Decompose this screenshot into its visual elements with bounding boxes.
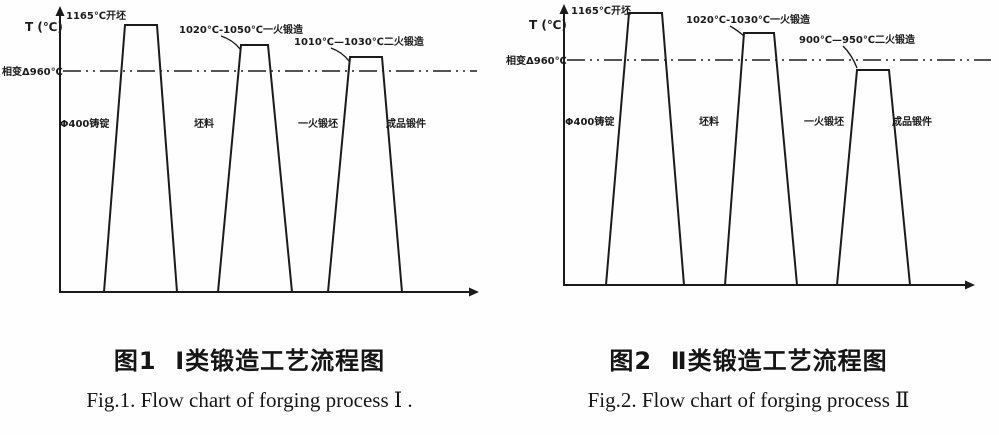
callout-leader-2 [842,45,858,69]
figure-2-caption-zh: 图2 Ⅱ类锻造工艺流程图 [609,347,888,375]
figure-1-captions: 图1 Ⅰ类锻造工艺流程图 Fig.1. Flow chart of forgin… [86,341,412,413]
callout-label-2: 1010℃—1030℃二火锻造 [294,35,425,48]
callout-label-2: 900℃—950℃二火锻造 [799,33,916,46]
heat-cycle-1 [102,24,179,293]
figure-1: T (℃) 相变Δ960℃ 1165℃开坯 1020℃-1050℃一火锻造 10… [0,0,499,413]
figure-2-captions: 图2 Ⅱ类锻造工艺流程图 Fig.2. Flow chart of forgin… [588,341,910,413]
peak-temp-label: 1165℃开坯 [571,5,631,17]
heat-cycle-2 [216,44,294,293]
figure-2-diagram: T (℃) 相变Δ960℃ 1165℃开坯 1020℃-1030℃一火锻造 90… [506,4,991,290]
stage-label-4: 成品锻件 [386,117,426,130]
transus-label: 相变Δ960℃ [2,65,63,78]
stage-label-3: 一火锻坯 [298,117,338,130]
figure-2-caption-en: Fig.2. Flow chart of forging process Ⅱ [587,388,910,412]
stage-label-1: Φ400铸锭 [565,115,614,128]
callout-label-1: 1020℃-1050℃一火锻造 [179,23,304,36]
stage-label-3: 一火锻坯 [804,115,844,128]
axis-title: T (℃) [25,20,63,34]
x-axis-arrow-icon [965,280,975,290]
transus-label: 相变Δ960℃ [506,54,567,67]
stage-label-4: 成品锻件 [892,115,932,128]
heat-cycle-3 [326,56,404,293]
heat-cycle-2 [723,32,799,286]
figure-row: T (℃) 相变Δ960℃ 1165℃开坯 1020℃-1050℃一火锻造 10… [0,0,998,413]
heat-cycle-1 [604,12,686,286]
stage-label-1: Φ400铸锭 [60,117,109,130]
stage-label-2: 坯料 [194,117,214,130]
x-axis-arrow-icon [469,287,479,297]
stage-label-2: 坯料 [699,115,719,128]
axis-title: T (℃) [529,18,567,32]
callout-leader-1 [220,35,241,50]
heat-cycle-3 [835,69,912,286]
figure-1-diagram: T (℃) 相变Δ960℃ 1165℃开坯 1020℃-1050℃一火锻造 10… [2,6,479,297]
callout-leader-1 [729,25,745,37]
figure-2: T (℃) 相变Δ960℃ 1165℃开坯 1020℃-1030℃一火锻造 90… [499,0,998,413]
callout-leader-2 [330,47,350,62]
peak-temp-label: 1165℃开坯 [66,10,126,22]
y-axis-arrow-icon [559,4,569,14]
y-axis-arrow-icon [55,6,65,16]
figure-1-caption-en: Fig.1. Flow chart of forging process Ⅰ . [86,388,413,412]
figure-1-caption-zh: 图1 Ⅰ类锻造工艺流程图 [113,347,386,375]
callout-label-1: 1020℃-1030℃一火锻造 [686,13,811,26]
